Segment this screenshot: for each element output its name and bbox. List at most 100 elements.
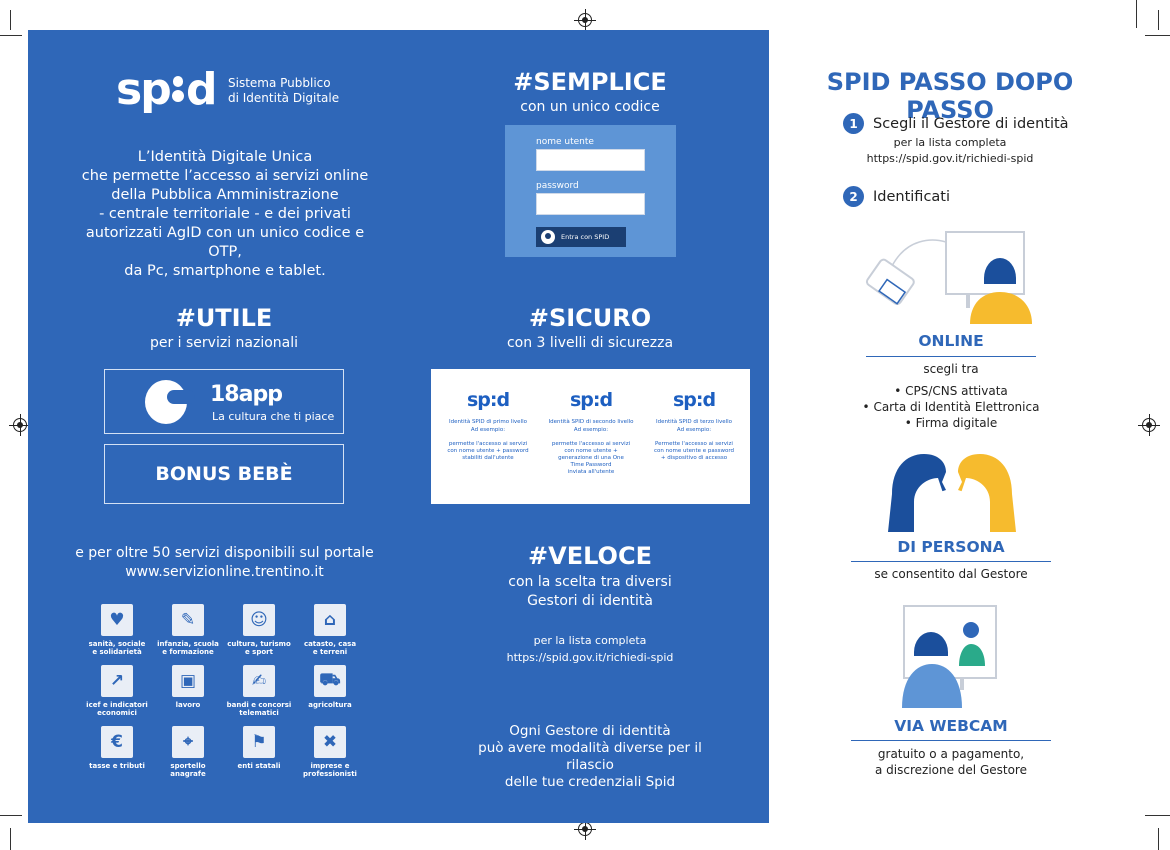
document-icon: ✍: [243, 665, 275, 697]
crop-mark: [0, 815, 22, 816]
level-desc-line: generazione di una One: [558, 455, 624, 461]
euro-icon: €: [101, 726, 133, 758]
registration-mark: [574, 818, 596, 840]
level-desc-line: + dispositivo di accesso: [660, 455, 728, 461]
logo-subtitle-line: Sistema Pubblico: [228, 76, 331, 90]
service-label-line: infanzia, scuola: [157, 640, 219, 648]
logo-subtitle-line: di Identità Digitale: [228, 91, 340, 105]
logo-subtitle: Sistema Pubblico di Identità Digitale: [228, 76, 339, 106]
webcam-illustration: [902, 605, 997, 708]
intro-line: autorizzati AgID con un unico codice e O…: [85, 225, 365, 260]
spid-login-button[interactable]: Entra con SPID: [536, 227, 626, 247]
level-title: Identità SPID di primo livello: [449, 419, 527, 425]
level-desc-line: con nome utente + password: [447, 448, 529, 454]
service-label-line: lavoro: [175, 701, 201, 709]
briefcase-icon: ▣: [172, 665, 204, 697]
service-label-line: imprese e: [310, 762, 350, 770]
registration-mark: [574, 9, 596, 31]
tractor-icon: ⛟: [314, 665, 346, 697]
intro-line: - centrale territoriale - e dei privati: [99, 206, 351, 222]
service-label-line: professionisti: [303, 770, 357, 778]
online-option: • Carta di Identità Elettronica: [862, 400, 1040, 414]
online-option: • Firma digitale: [904, 416, 998, 430]
portal-url[interactable]: www.servizionline.trentino.it: [125, 564, 324, 580]
utile-title: #UTILE: [175, 304, 273, 332]
pencil-icon: ✎: [172, 604, 204, 636]
spid-login-label: Entra con SPID: [561, 233, 610, 241]
18app-card[interactable]: 18app La cultura che ti piace: [104, 369, 344, 434]
level-example: Ad esempio:: [676, 427, 712, 433]
online-option: • CPS/CNS attivata: [894, 384, 1008, 398]
security-levels-panel: sp:d Identità SPID di primo livello Ad e…: [431, 369, 750, 504]
service-item[interactable]: ⚑enti statali: [219, 726, 299, 770]
18app-name: 18app: [210, 382, 283, 407]
service-item[interactable]: € tasse e tributi: [77, 726, 157, 770]
level-desc: permette l'accesso ai servizi con nome u…: [438, 441, 538, 462]
service-label: agricoltura: [290, 701, 370, 709]
level-desc-line: permette l'accesso ai servizi: [551, 441, 631, 447]
veloce-title: #VELOCE: [528, 542, 652, 570]
password-field[interactable]: [536, 193, 645, 215]
spid-logo-mark: sp d: [116, 68, 218, 114]
veloce-subtitle: con la scelta tra diversi Gestori di ide…: [460, 573, 720, 611]
step-number: 2: [843, 186, 864, 207]
18app-tagline: La cultura che ti piace: [212, 410, 335, 423]
user-icon: [541, 230, 555, 244]
portal-line: e per oltre 50 servizi disponibili sul p…: [75, 545, 374, 561]
level-example: Ad esempio:: [470, 427, 506, 433]
level-title: Identità SPID di terzo livello: [655, 419, 733, 425]
section-rule: [866, 356, 1036, 357]
step-sub-line: per la lista completa: [893, 136, 1007, 149]
bonus-bebe-card[interactable]: BONUS BEBÈ: [104, 444, 344, 504]
service-label-line: icef e indicatori: [86, 701, 148, 709]
gestore-note-line: Ogni Gestore di identità: [509, 723, 671, 739]
online-option-text: CPS/CNS attivata: [905, 384, 1008, 398]
service-label-line: e solidarietà: [92, 648, 142, 656]
registration-mark: [1138, 414, 1160, 436]
level-2: sp:d Identità SPID di secondo livello Ad…: [541, 389, 641, 476]
service-label: tasse e tributi: [77, 762, 157, 770]
persona-desc: se consentito dal Gestore: [874, 567, 1028, 581]
level-desc-line: inviata all'utente: [567, 469, 615, 475]
intro-line: da Pc, smartphone e tablet.: [124, 263, 326, 279]
service-label-line: telematici: [239, 709, 279, 717]
tools-icon: ✖: [314, 726, 346, 758]
in-person-illustration: [888, 454, 1016, 532]
level-spid-logo: sp:d: [569, 389, 613, 411]
service-item[interactable]: ▣ lavoro: [148, 665, 228, 709]
online-desc: scegli tra • CPS/CNS attivata • Carta di…: [851, 361, 1051, 431]
service-label-line: catasto, casa: [303, 640, 357, 648]
veloce-subtitle-line: con la scelta tra diversi: [508, 574, 672, 590]
sicuro-title: #SICURO: [528, 304, 652, 332]
gestore-note-line: delle tue credenziali Spid: [504, 774, 676, 790]
section-rule: [851, 561, 1051, 562]
italy-icon: ⚑: [243, 726, 275, 758]
service-label-line: e formazione: [162, 648, 214, 656]
level-desc-line: stabiliti dall'utente: [462, 455, 514, 461]
crop-mark: [1158, 10, 1159, 30]
service-label-line: bandi e concorsi: [226, 701, 292, 709]
level-spid-logo: sp:d: [672, 389, 716, 411]
step-1: 1 Scegli il Gestore di identità: [843, 113, 1069, 134]
crop-mark: [10, 10, 11, 30]
online-option-text: Carta di Identità Elettronica: [873, 400, 1040, 414]
veloce-list-url[interactable]: https://spid.gov.it/richiedi-spid: [506, 651, 674, 664]
service-label-line: cultura, turismo: [227, 640, 291, 648]
step-sub-url[interactable]: https://spid.gov.it/richiedi-spid: [866, 152, 1034, 165]
username-field[interactable]: [536, 149, 645, 171]
service-item[interactable]: ⛟ agricoltura: [290, 665, 370, 709]
gestore-note: Ogni Gestore di identità può avere modal…: [455, 723, 725, 791]
heartbeat-icon: ♥: [101, 604, 133, 636]
